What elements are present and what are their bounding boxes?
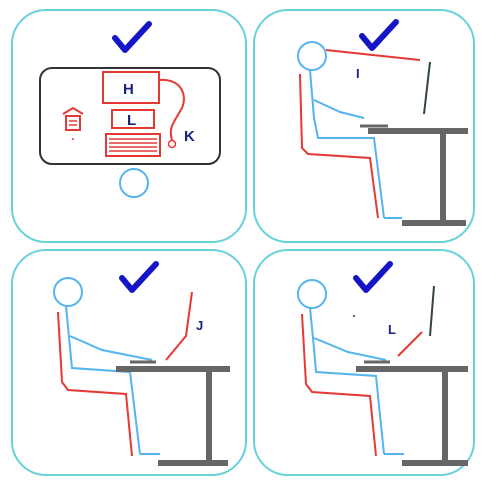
cable-line — [158, 78, 185, 141]
mouse-icon — [167, 139, 177, 149]
user-head — [297, 41, 327, 71]
panel-1-illustration: H L K — [11, 9, 247, 243]
keyboard-tilt-line — [397, 331, 423, 357]
label-screen: J — [196, 318, 203, 333]
label-top-unit: H — [123, 81, 134, 98]
desk-leg — [442, 372, 448, 464]
user-body — [65, 305, 141, 455]
desk-leg — [206, 372, 212, 464]
label-sightline: I — [356, 66, 360, 81]
label-screen: L — [388, 322, 396, 337]
panel-4-illustration: L — [253, 249, 475, 476]
desk-top — [356, 366, 468, 372]
desk-foot — [402, 460, 468, 466]
user-body — [309, 307, 385, 455]
chair-outline — [299, 73, 379, 219]
user-body — [309, 69, 385, 219]
sightline — [325, 49, 421, 61]
label-keyboard: L — [127, 112, 136, 129]
desk-top — [368, 128, 468, 134]
user-arm — [313, 337, 387, 361]
desk-foot — [158, 460, 228, 466]
checkmark-icon — [119, 261, 159, 293]
panel-screen-l-side-view: L — [252, 248, 476, 477]
chair-outline — [57, 311, 133, 457]
panel-workstation-top-view: H L K — [10, 8, 248, 244]
panel-sightline-side-view: I — [252, 8, 476, 244]
chair-outline — [301, 313, 377, 457]
keyboard-box — [111, 109, 155, 129]
user-arm — [69, 335, 153, 361]
panel-2-illustration: I — [253, 9, 475, 243]
document-holder-icon — [62, 106, 84, 131]
monitor-screen — [429, 285, 435, 337]
panel-3-illustration: J — [11, 249, 247, 476]
label-cable: K — [184, 128, 195, 145]
user-head-top-view — [119, 168, 149, 198]
monitor-screen — [165, 291, 193, 361]
panel-screen-j-side-view: J — [10, 248, 248, 477]
computer-box — [105, 133, 161, 157]
user-head — [53, 277, 83, 307]
monitor-screen — [423, 61, 431, 115]
checkmark-icon — [353, 261, 393, 293]
user-head — [297, 279, 327, 309]
user-arm — [313, 99, 365, 119]
desk-foot — [402, 220, 466, 226]
desk-leg — [440, 134, 446, 222]
checkmark-icon — [359, 19, 399, 51]
checkmark-icon — [112, 21, 152, 53]
desk-top — [116, 366, 230, 372]
monitor-box — [102, 71, 160, 104]
